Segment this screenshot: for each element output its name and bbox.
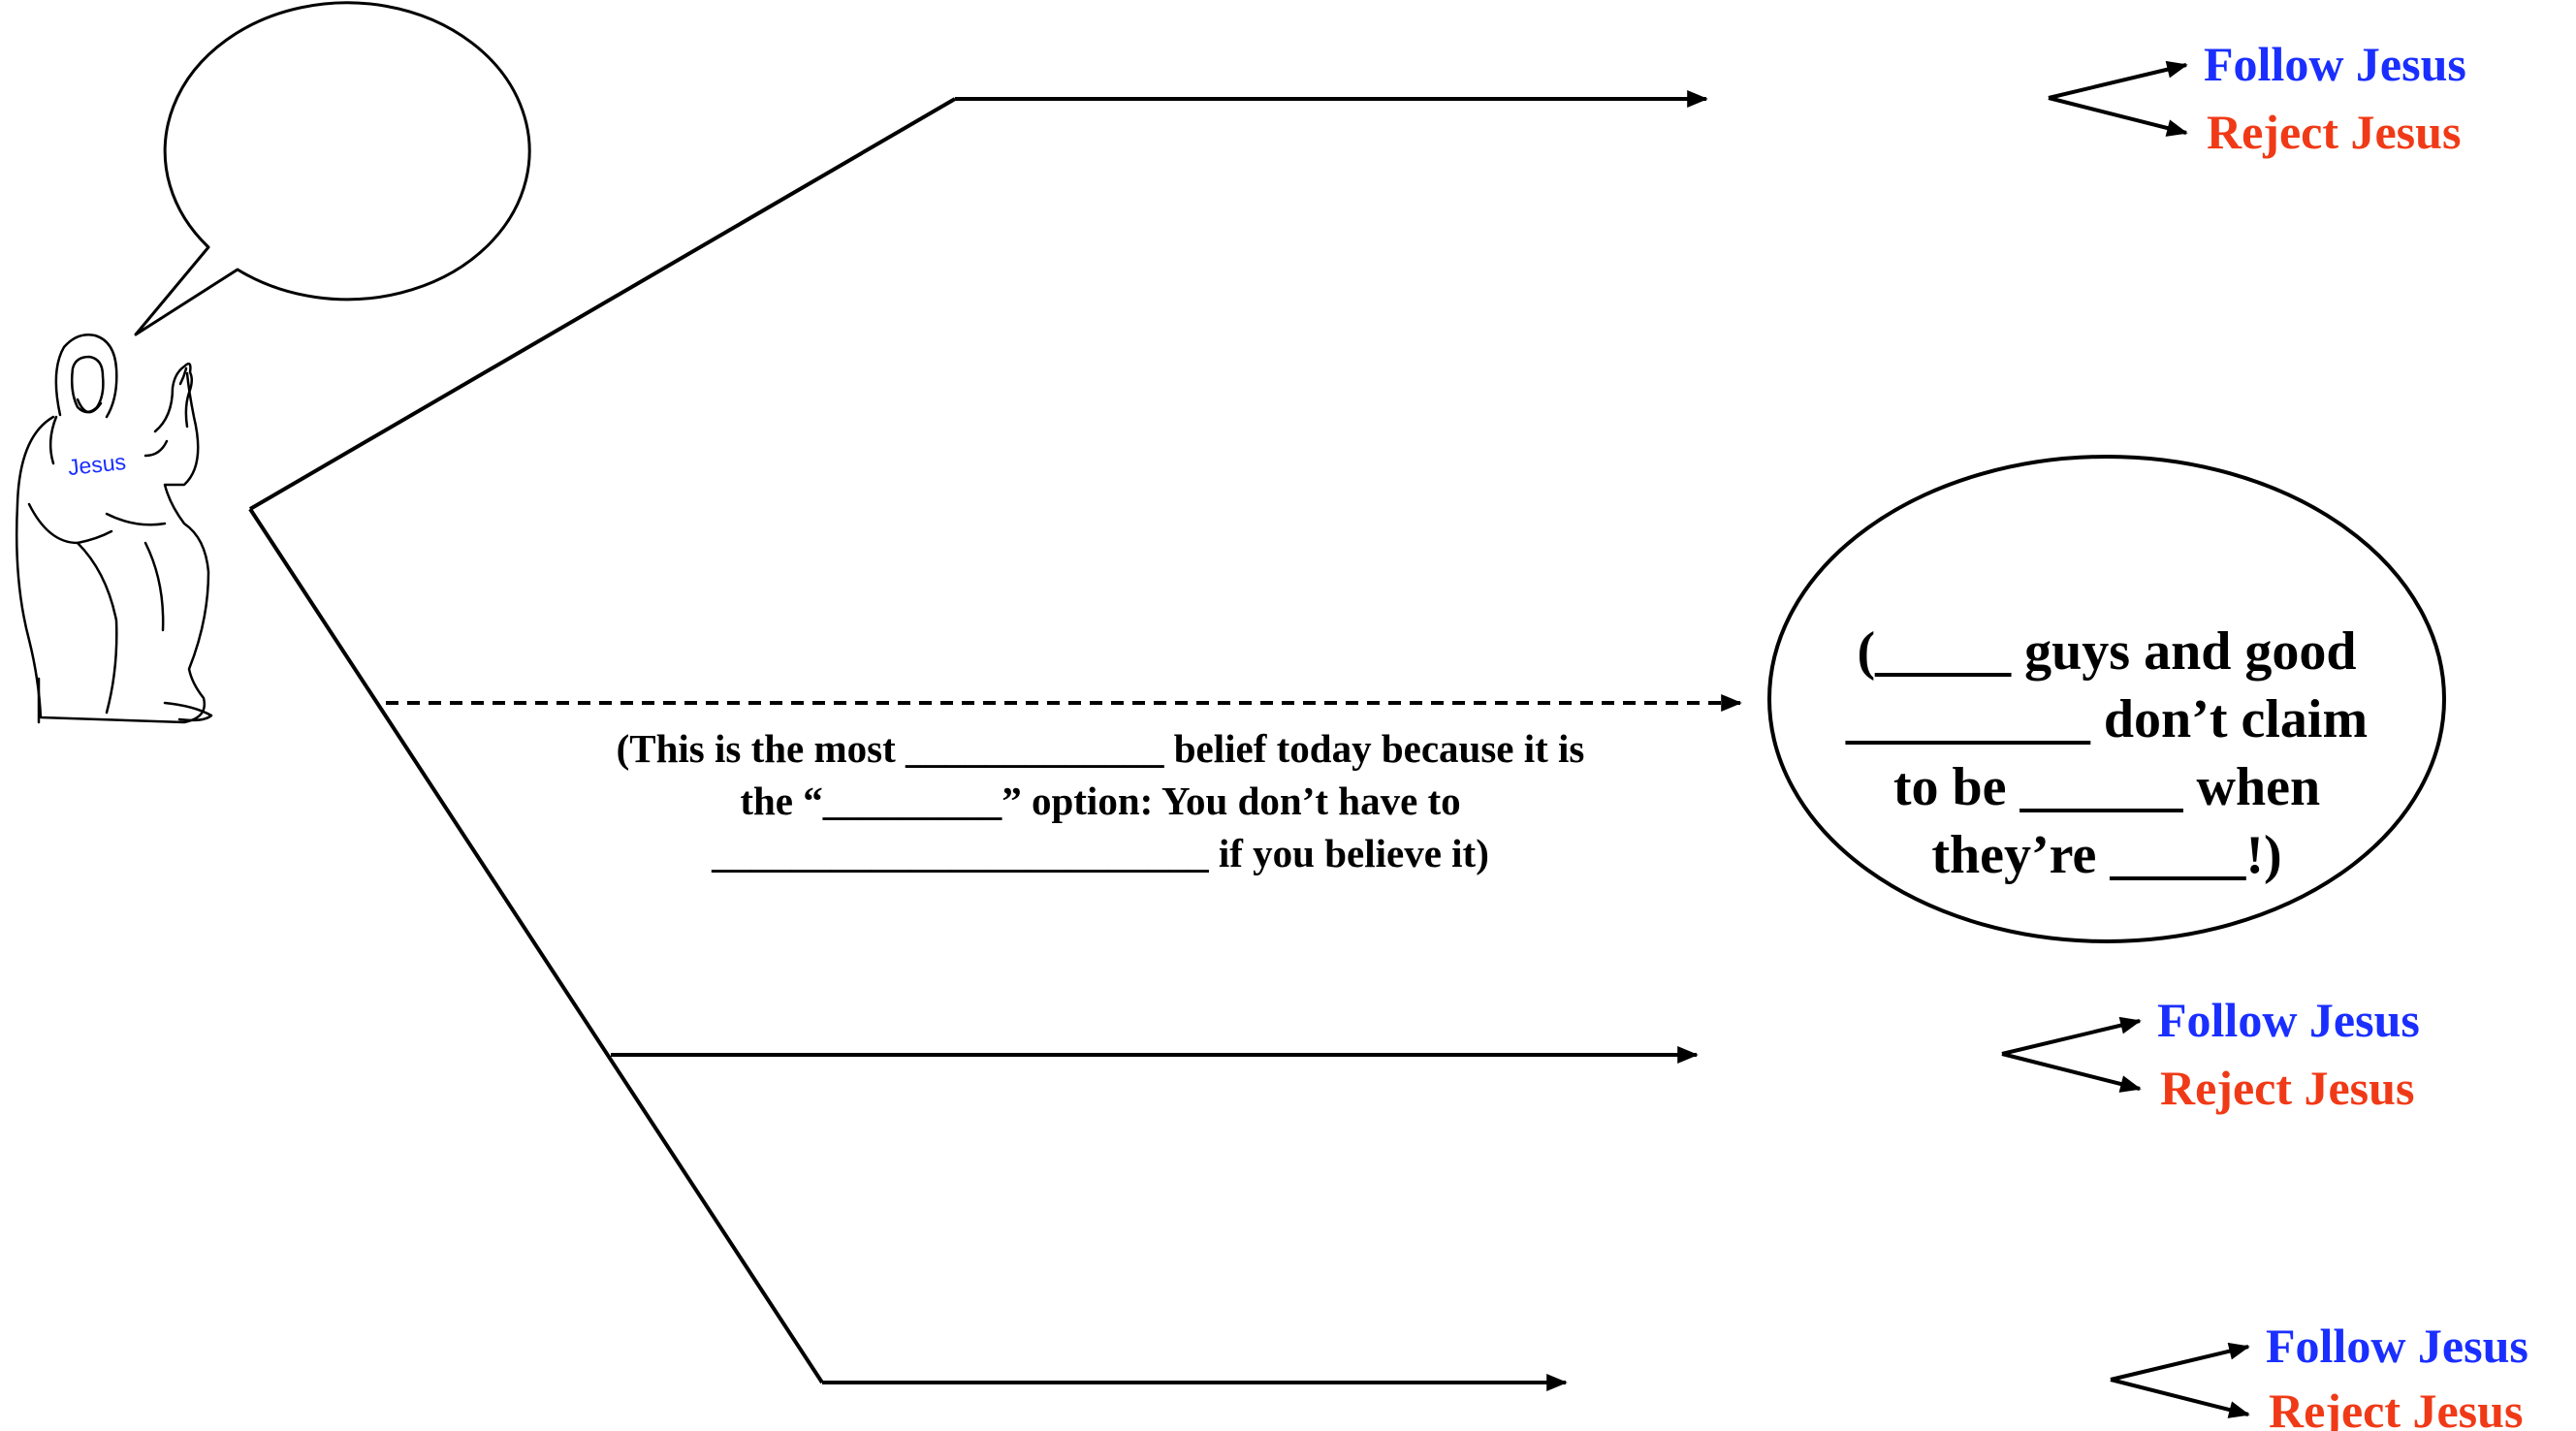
fill-in-note: (This is the most _____________ belief t… <box>617 726 1585 875</box>
reject-arrow-middle <box>2001 1052 2142 1093</box>
follow-arrow-top <box>2048 60 2188 100</box>
shirt-label: Jesus <box>67 449 127 480</box>
follow-arrow-bottom <box>2110 1342 2250 1382</box>
oval-line-4: they’re _____!) <box>1931 825 2281 885</box>
reject-jesus-label-middle: Reject Jesus <box>2160 1061 2414 1115</box>
seated-jesus-figure <box>15 334 213 724</box>
follow-jesus-label-top: Follow Jesus <box>2204 37 2466 91</box>
follow-jesus-label-bottom: Follow Jesus <box>2266 1319 2528 1373</box>
branch-upper-diagonal <box>248 97 957 511</box>
note-line-1: (This is the most _____________ belief t… <box>617 726 1585 771</box>
note-line-3: _________________________ if you believe… <box>711 831 1489 875</box>
reject-jesus-label-top: Reject Jesus <box>2207 105 2461 159</box>
choice-group-top: Follow Jesus Reject Jesus <box>2048 37 2466 159</box>
reject-arrow-bottom <box>2110 1378 2250 1418</box>
reject-jesus-label-bottom: Reject Jesus <box>2269 1383 2523 1431</box>
choice-group-bottom: Follow Jesus Reject Jesus <box>2110 1319 2528 1431</box>
fill-in-oval: (_____ guys and good _________ don’t cla… <box>1767 455 2446 943</box>
note-line-2: the “_________” option: You don’t have t… <box>740 779 1460 823</box>
branch-lines <box>248 90 1708 1391</box>
reject-arrow-top <box>2048 96 2188 137</box>
oval-line-2: _________ don’t claim <box>1845 689 2368 749</box>
speech-bubble <box>134 1 531 336</box>
follow-arrow-middle <box>2001 1016 2142 1056</box>
branch-lower-diagonal <box>248 507 824 1384</box>
follow-jesus-label-middle: Follow Jesus <box>2157 993 2420 1047</box>
oval-line-1: (_____ guys and good <box>1857 621 2356 682</box>
choice-group-middle: Follow Jesus Reject Jesus <box>2001 993 2420 1115</box>
oval-line-3: to be ______ when <box>1893 757 2320 817</box>
